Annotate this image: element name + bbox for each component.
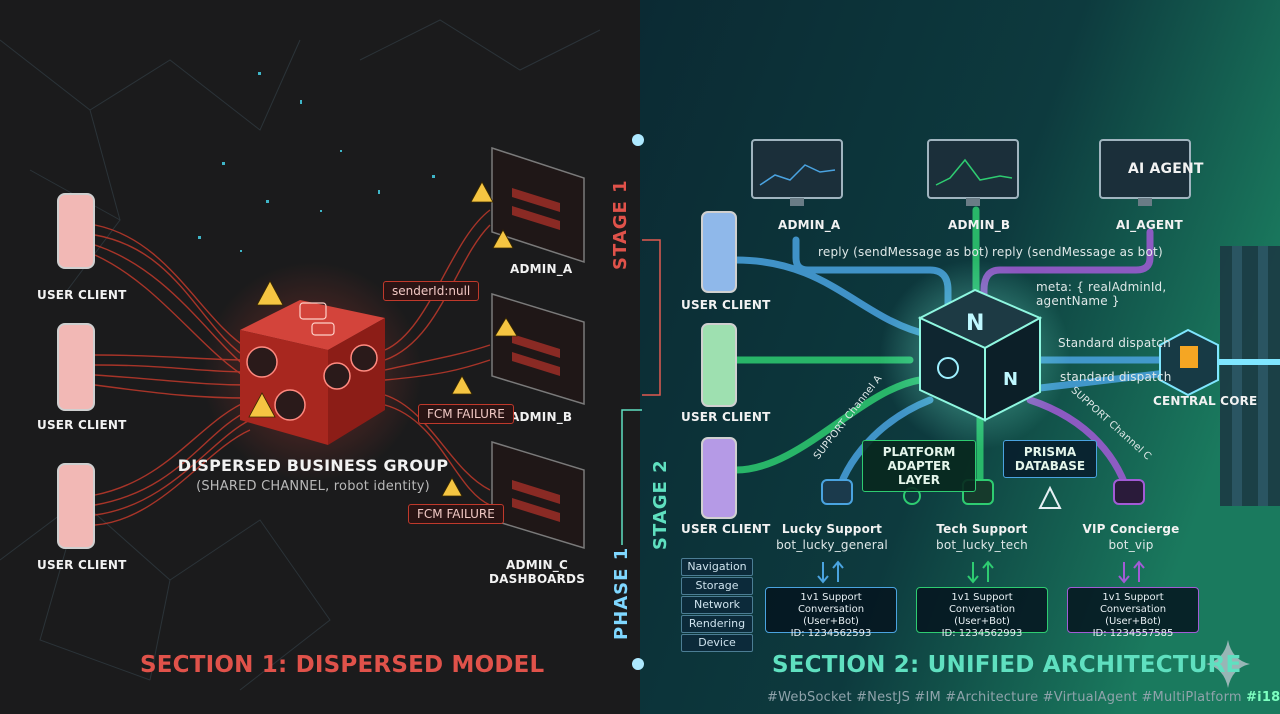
right-user-client-1: USER CLIENT — [681, 298, 771, 312]
left-user-client-1: USER CLIENT — [37, 288, 127, 302]
standard-dispatch-1: Standard dispatch — [1058, 336, 1171, 350]
left-admin-c: ADMIN_C DASHBOARDS — [489, 558, 585, 586]
conversation-0-sub: (User+Bot) — [803, 616, 859, 627]
conversation-1-id: ID: 1234562993 — [941, 628, 1023, 639]
conversation-box-1: 1v1 Support Conversation (User+Bot) ID: … — [916, 587, 1048, 639]
conversation-box-2: 1v1 Support Conversation (User+Bot) ID: … — [1067, 587, 1199, 639]
conversation-1-title: 1v1 Support Conversation — [948, 592, 1016, 615]
hashtag-list: #WebSocket #NestJS #IM #Architecture #Vi… — [767, 690, 1242, 705]
prisma-line2: DATABASE — [1014, 459, 1086, 473]
nestjs-hub: N N — [917, 288, 1043, 422]
timeline-start-node — [632, 134, 644, 146]
fcm-failure-badge-1: FCM FAILURE — [418, 404, 514, 424]
prisma-line1: PRISMA — [1023, 445, 1077, 459]
chip-network: Network — [681, 596, 753, 614]
meta-note: meta: { realAdminId, agentName } — [1036, 280, 1166, 308]
bot-0-id: bot_lucky_general — [776, 538, 888, 552]
left-admin-a: ADMIN_A — [510, 262, 573, 276]
right-user-client-3: USER CLIENT — [681, 522, 771, 536]
sender-id-tag: senderId:null — [383, 281, 480, 301]
left-user-client-3: USER CLIENT — [37, 558, 127, 572]
section2-title: SECTION 2: UNIFIED ARCHITECTURE — [772, 652, 1242, 678]
chip-rendering: Rendering — [681, 615, 753, 633]
warning-icon — [248, 181, 518, 497]
bot-0-name: Lucky Support — [781, 522, 883, 536]
stage2-label: STAGE 2 — [650, 459, 671, 550]
svg-text:N: N — [966, 311, 984, 336]
conversation-2-sub: (User+Bot) — [1105, 616, 1161, 627]
meta-line2: agentName } — [1036, 294, 1120, 308]
dispersed-group-subtitle: (SHARED CHANNEL, robot identity) — [196, 479, 430, 494]
stage1-bracket — [642, 239, 661, 396]
left-user-client-2: USER CLIENT — [37, 418, 127, 432]
reply-bot-left: reply (sendMessage as bot) — [818, 245, 989, 259]
bot-1-id: bot_lucky_tech — [936, 538, 1028, 552]
meta-line1: meta: { realAdminId, — [1036, 280, 1167, 294]
dispersed-cube — [240, 300, 385, 445]
conversation-1-sub: (User+Bot) — [954, 616, 1010, 627]
conversation-0-id: ID: 1234562593 — [790, 628, 872, 639]
platform-adapter-line2: ADAPTER LAYER — [887, 459, 951, 487]
platform-adapter-layer: PLATFORM ADAPTER LAYER — [862, 440, 976, 492]
left-phones — [57, 193, 95, 549]
central-core — [1159, 246, 1280, 506]
conversation-arrows — [817, 560, 1145, 584]
left-admin-c-line2: DASHBOARDS — [488, 572, 586, 586]
dispersed-group-title: DISPERSED BUSINESS GROUP — [177, 456, 449, 475]
hashtag-highlight: #i18n — [1246, 690, 1280, 705]
hashtags: #WebSocket #NestJS #IM #Architecture #Vi… — [767, 690, 1280, 705]
prisma-database: PRISMA DATABASE — [1003, 440, 1097, 478]
right-user-client-2: USER CLIENT — [681, 410, 771, 424]
left-particles — [198, 72, 435, 252]
fcm-failure-badge-2: FCM FAILURE — [408, 504, 504, 524]
central-core-label: CENTRAL CORE — [1153, 394, 1258, 408]
left-admin-screens — [491, 146, 585, 550]
bot-1-name: Tech Support — [936, 522, 1028, 536]
conversation-2-id: ID: 1234557585 — [1092, 628, 1174, 639]
conversation-2-title: 1v1 Support Conversation — [1099, 592, 1167, 615]
left-admin-b: ADMIN_B — [510, 410, 573, 424]
standard-dispatch-2: standard dispatch — [1060, 370, 1172, 384]
bot-icons — [821, 479, 1145, 509]
bot-2-id: bot_vip — [1108, 538, 1154, 552]
chip-navigation: Navigation — [681, 558, 753, 576]
sparkle-icon — [1206, 640, 1250, 688]
bot-2-name: VIP Concierge — [1082, 522, 1180, 536]
svg-text:N: N — [1003, 369, 1018, 390]
right-ai-agent: AI_AGENT — [1116, 218, 1183, 232]
ai-agent-screen-text: AI AGENT — [1128, 161, 1204, 177]
section1-title: SECTION 1: DISPERSED MODEL — [140, 652, 545, 678]
platform-adapter-line1: PLATFORM — [882, 445, 956, 459]
reply-bot-right: reply (sendMessage as bot) — [992, 245, 1163, 259]
stage2-bracket — [621, 409, 642, 545]
timeline-end-node — [632, 658, 644, 670]
right-admin-b: ADMIN_B — [948, 218, 1011, 232]
conversation-0-title: 1v1 Support Conversation — [797, 592, 865, 615]
chip-storage: Storage — [681, 577, 753, 595]
phase1-label: PHASE 1 — [611, 546, 632, 640]
left-admin-c-line1: ADMIN_C — [506, 558, 568, 572]
conversation-box-0: 1v1 Support Conversation (User+Bot) ID: … — [765, 587, 897, 639]
stage1-label: STAGE 1 — [610, 179, 631, 270]
right-monitors — [751, 139, 1191, 206]
right-phones — [701, 211, 737, 519]
right-admin-a: ADMIN_A — [778, 218, 841, 232]
chip-device: Device — [681, 634, 753, 652]
